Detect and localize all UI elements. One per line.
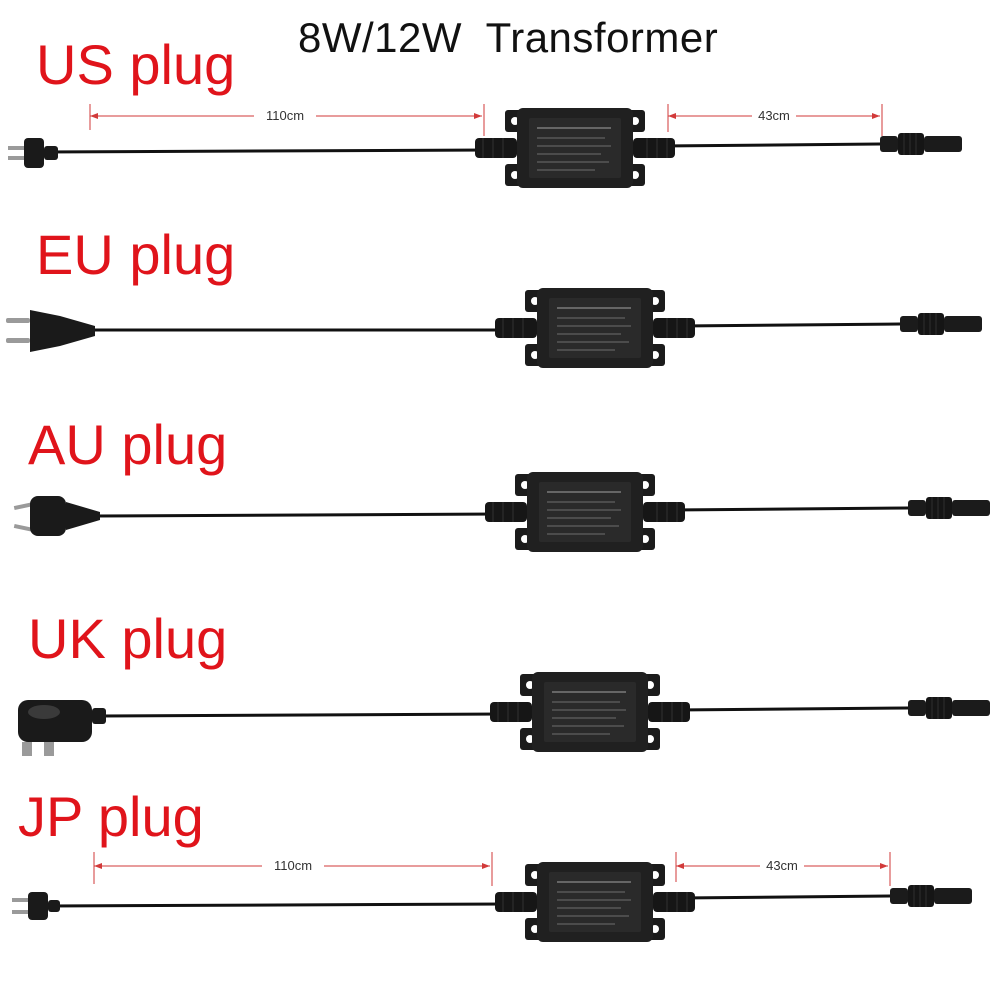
output-connector-icon bbox=[907, 696, 991, 720]
transformer-icon bbox=[494, 287, 696, 369]
output-cable bbox=[674, 706, 909, 712]
row-uk bbox=[18, 671, 991, 756]
output-connector-icon bbox=[879, 132, 963, 156]
au-plug-icon bbox=[13, 496, 100, 536]
row-eu bbox=[6, 287, 983, 369]
output-cable bbox=[659, 142, 881, 148]
dimension-input-label: 110cm bbox=[274, 858, 312, 873]
output-cable bbox=[679, 894, 891, 900]
label-au-plug: AU plug bbox=[28, 413, 228, 476]
transformer-icon bbox=[494, 861, 696, 943]
transformer-icon bbox=[484, 471, 686, 553]
label-jp-plug: JP plug bbox=[18, 785, 204, 848]
dimension-output: 43cm bbox=[675, 852, 891, 886]
page-title: 8W/12W Transformer bbox=[298, 14, 719, 61]
eu-plug-icon bbox=[6, 310, 95, 352]
dimension-input-label: 110cm bbox=[266, 108, 304, 123]
transformer-icon bbox=[474, 107, 676, 189]
output-cable bbox=[679, 322, 901, 328]
output-connector-icon bbox=[899, 312, 983, 336]
row-au bbox=[13, 471, 991, 553]
jp-plug-icon bbox=[12, 892, 60, 920]
output-connector-icon bbox=[907, 496, 991, 520]
uk-plug-icon bbox=[18, 700, 106, 756]
row-jp: 110cm 43cm bbox=[12, 852, 973, 943]
label-us-plug: US plug bbox=[36, 33, 236, 96]
dimension-output: 43cm bbox=[667, 104, 883, 136]
input-cable bbox=[47, 902, 511, 908]
label-eu-plug: EU plug bbox=[36, 223, 236, 286]
row-us: 110cm 43cm bbox=[8, 104, 963, 189]
dimension-output-label: 43cm bbox=[766, 858, 798, 873]
dimension-input: 110cm bbox=[93, 852, 493, 886]
output-cable bbox=[669, 506, 909, 512]
output-connector-icon bbox=[889, 884, 973, 908]
label-uk-plug: UK plug bbox=[28, 607, 228, 670]
transformer-icon bbox=[489, 671, 691, 753]
input-cable bbox=[39, 148, 491, 154]
us-plug-icon bbox=[8, 138, 58, 168]
input-cable bbox=[94, 512, 501, 518]
dimension-input: 110cm bbox=[89, 104, 485, 136]
dimension-output-label: 43cm bbox=[758, 108, 790, 123]
input-cable bbox=[99, 712, 506, 718]
